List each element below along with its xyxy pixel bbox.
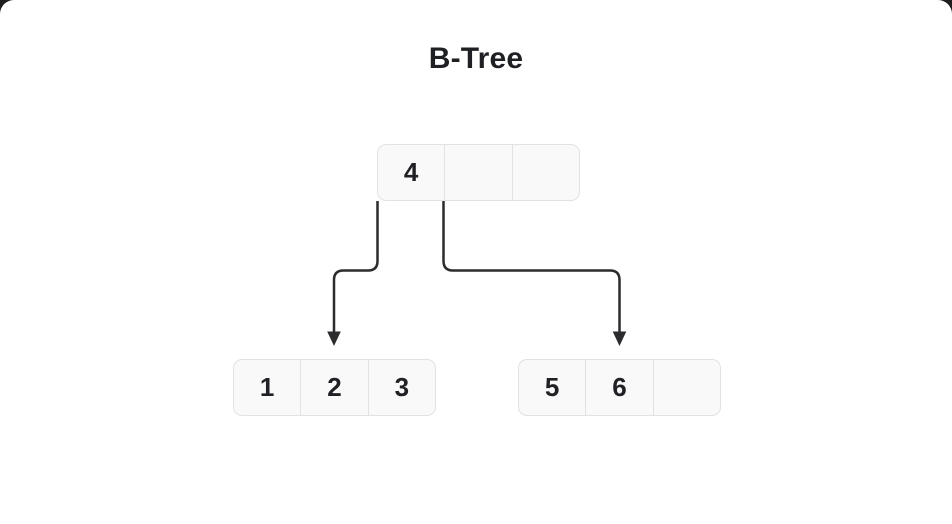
node-cell: 4 [378, 145, 446, 200]
node-cell: 3 [394, 372, 410, 402]
node-cell: 5 [519, 360, 587, 415]
node-cell [654, 360, 720, 415]
node-cell [513, 145, 579, 200]
btree-node-child-right: 5 6 [518, 359, 721, 416]
node-cell [445, 145, 513, 200]
diagram-title: B-Tree [428, 42, 524, 75]
node-cell: 2 [301, 360, 369, 415]
arrowhead-down-icon [612, 331, 627, 346]
btree-node-child-left: 1 2 3 [233, 359, 436, 416]
edge-right-arrow [442, 201, 627, 346]
btree-node-root: 4 [377, 144, 580, 201]
arrowhead-down-icon [327, 331, 341, 346]
node-cell: 6 [586, 360, 654, 415]
edge-left-arrow [327, 201, 379, 346]
node-cell: 1 [234, 360, 302, 415]
